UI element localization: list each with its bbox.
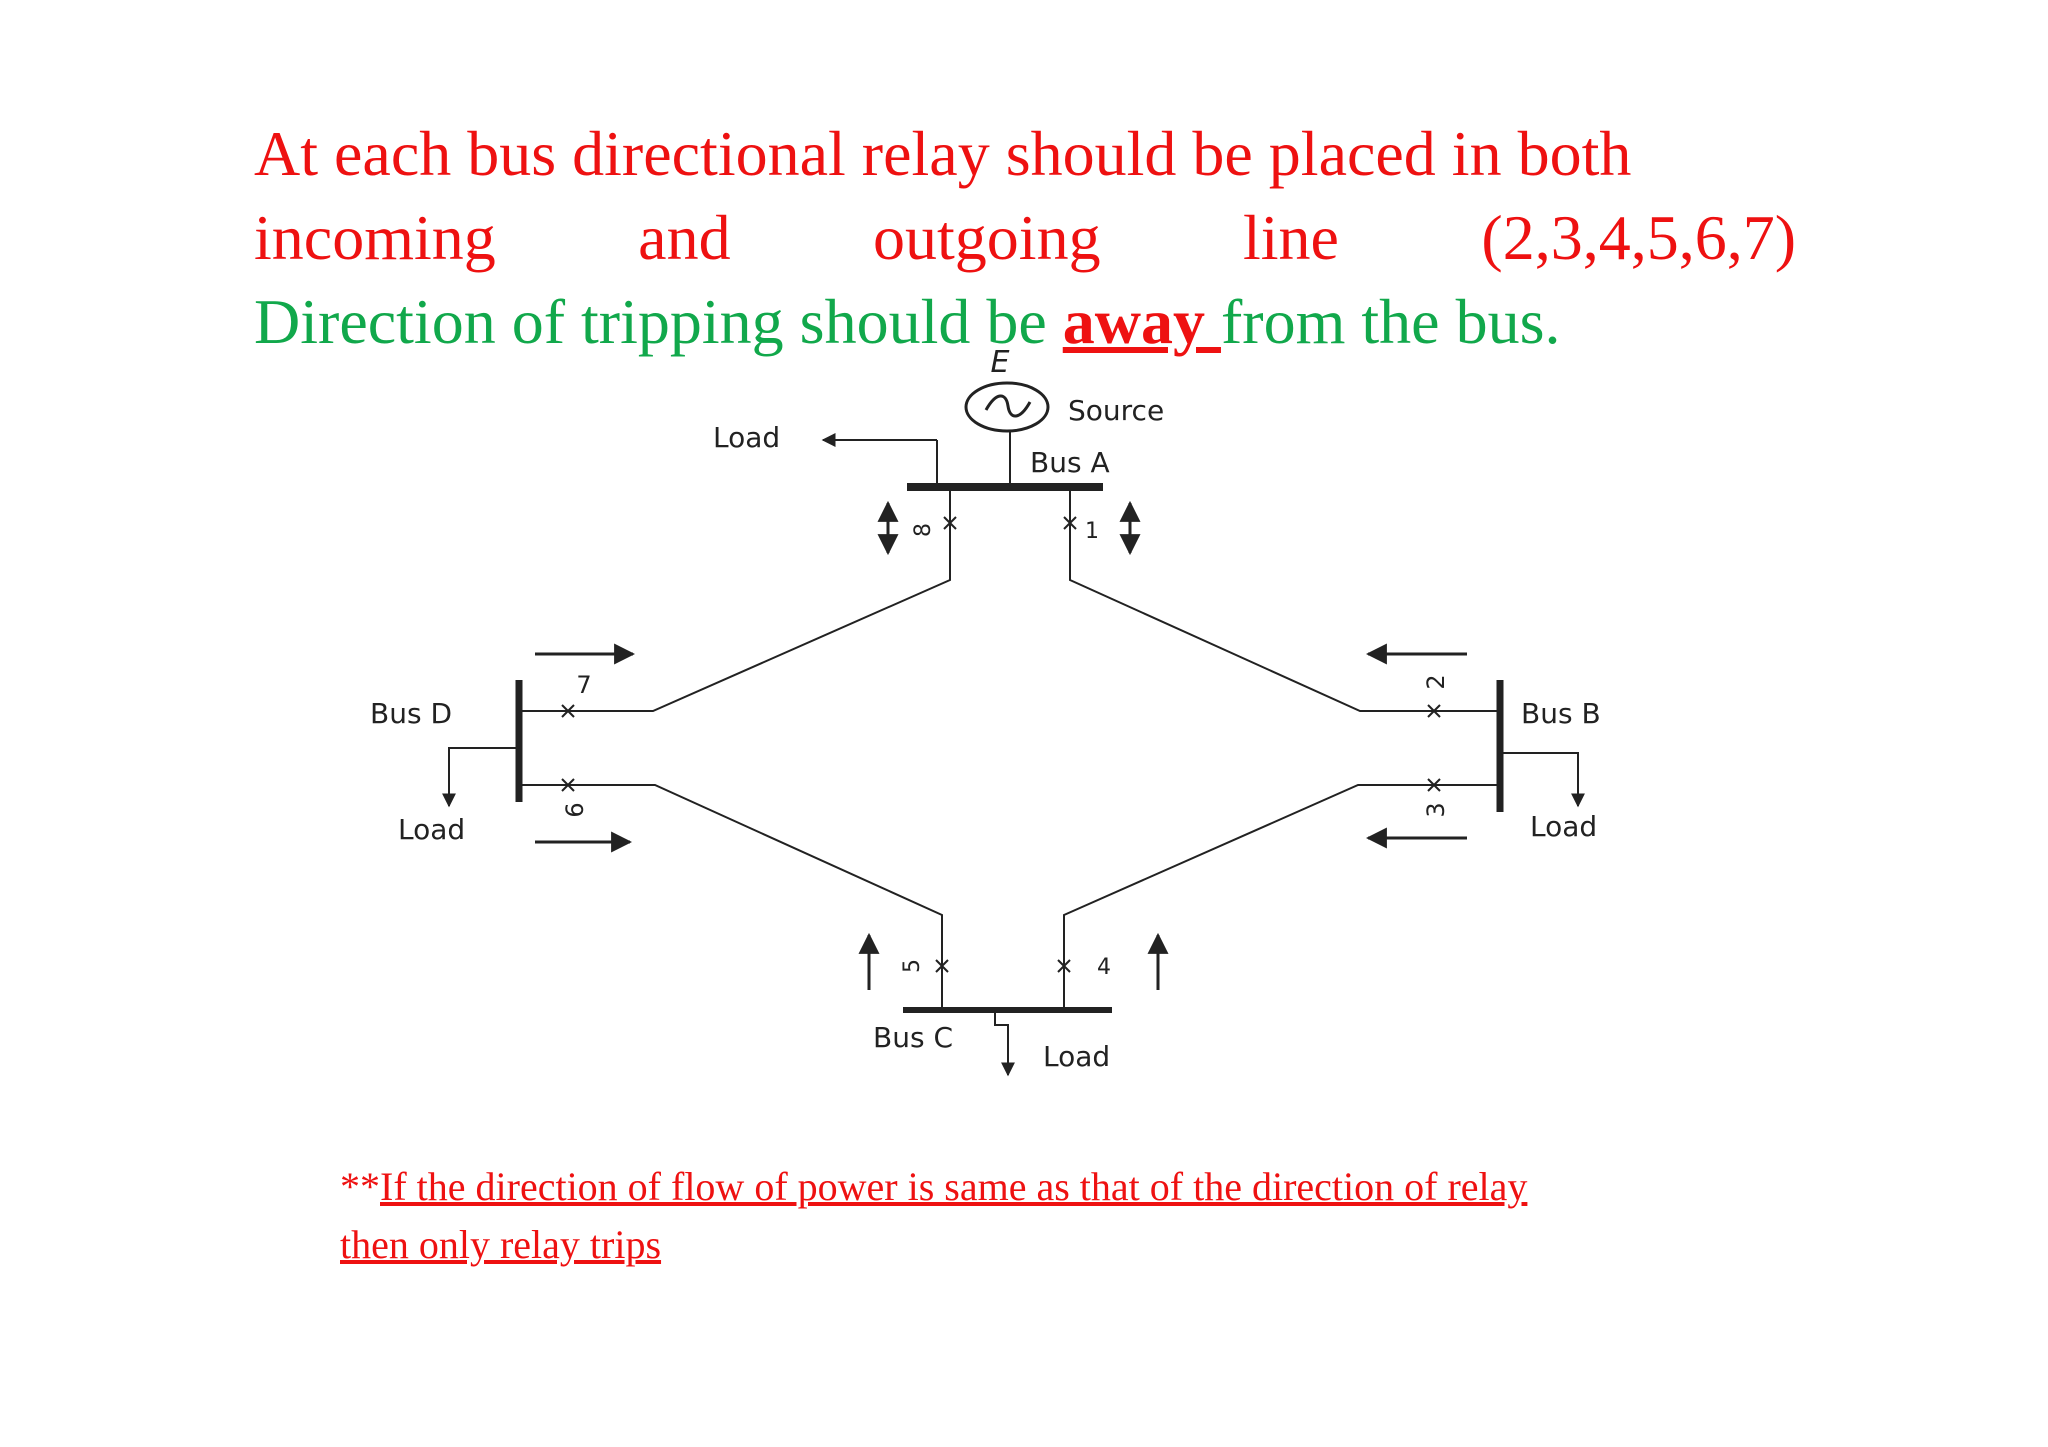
relay-5-label: 5 [900,959,925,973]
relay-7-label: 7 [576,671,591,699]
relay-1-breaker [1063,516,1077,530]
note-line-1: **If the direction of flow of power is s… [340,1158,1796,1216]
bus-c-load-label: Load [1043,1040,1110,1073]
heading-word-incoming: incoming [254,202,496,273]
bus-b-load-feeder [1500,752,1585,808]
note-text-line-1: If the direction of flow of power is sam… [380,1164,1528,1209]
slide-heading: At each bus directional relay should be … [254,112,1796,364]
bus-a-load-label: Load [713,421,780,454]
note-prefix: ** [340,1164,380,1209]
source-label: Source [1068,394,1164,427]
heading-line-numbers: (2,3,4,5,6,7) [1481,202,1796,273]
relay-3-breaker [1427,778,1441,792]
relay-7-breaker [561,704,575,718]
relay-2-breaker [1427,704,1441,718]
away-emphasis: away [1062,286,1221,357]
from-the-bus-text: from the bus. [1220,286,1561,357]
bus-b-label: Bus B [1521,697,1601,730]
heading-word-outgoing: outgoing [873,202,1101,273]
relay-3-label: 3 [1422,802,1450,817]
note-line-2: then only relay trips [340,1216,1796,1274]
line-d-c [607,784,943,1010]
bus-d-label: Bus D [370,697,452,730]
line-a-b [1069,487,1410,712]
bus-c-load-feeder [994,1010,1015,1077]
relay-1-label: 1 [1085,519,1099,544]
tripping-direction-text: Direction of tripping should be [254,286,1063,357]
relay-trip-note: **If the direction of flow of power is s… [340,1158,1796,1274]
relay-5-breaker [935,959,949,973]
source-symbol-label: E [991,345,1010,380]
bus-b-load-label: Load [1530,810,1597,843]
line-a-d [607,487,951,712]
heading-line-1: At each bus directional relay should be … [254,118,1632,189]
heading-word-line: line [1242,202,1339,273]
bus-d-load-label: Load [398,813,465,846]
bus-c-label: Bus C [873,1021,953,1054]
bus-a-label: Bus A [1030,446,1110,479]
heading-word-and: and [638,202,731,273]
relay-6-label: 6 [561,802,589,817]
line-b-c [1063,784,1408,1010]
heading-line-2: incoming and outgoing line (2,3,4,5,6,7) [254,196,1796,280]
relay-6-breaker [561,778,575,792]
heading-line-3: Direction of tripping should be away fro… [254,280,1796,364]
relay-8-breaker [943,516,957,530]
generator-symbol [964,381,1050,486]
relay-4-breaker [1057,959,1071,973]
bus-d-load-feeder [442,747,519,808]
bus-a-load-feeder [821,433,938,487]
relay-8-label: 8 [911,523,936,537]
relay-2-label: 2 [1422,674,1450,689]
note-text-line-2: then only relay trips [340,1222,662,1267]
relay-4-label: 4 [1097,955,1111,980]
